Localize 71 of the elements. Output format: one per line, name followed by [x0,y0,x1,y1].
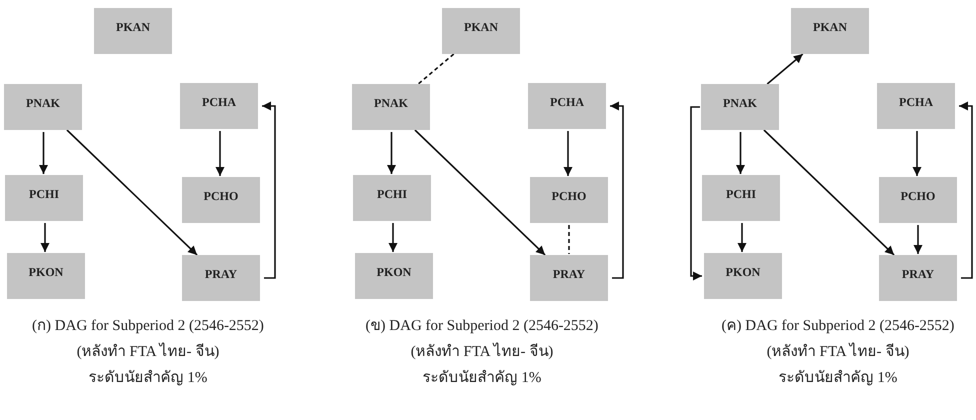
variable-name: PKAN [116,20,150,35]
caption-line: (หลังทำ FTA ไทย- จีน) [410,342,554,362]
variable-box [530,177,608,223]
variable-box [530,255,608,301]
variable-box [94,8,172,54]
connector-line [568,225,570,254]
arrow [959,102,973,279]
arrow [414,129,546,256]
variable-name: PCHI [726,187,756,202]
arrow [564,131,572,176]
variable-name: PNAK [723,96,757,111]
arrow [610,102,624,279]
variable-name: PKON [376,265,412,280]
arrow [388,223,398,252]
caption-line: ระดับนัยสำคัญ 1% [88,368,208,388]
arrow [387,132,396,174]
arrow [736,132,745,174]
arrow [690,106,702,280]
arrow [39,132,48,174]
variable-box [352,84,430,130]
variable-name: PCHI [29,187,59,202]
variable-name: PRAY [552,267,586,282]
variable-box [7,253,85,299]
variable-box [701,84,779,130]
arrow [66,129,198,256]
variable-name: PCHA [202,95,236,110]
variable-name: PKAN [813,20,847,35]
connector-line [418,53,454,85]
variable-box [182,255,260,301]
variable-name: PCHA [550,95,584,110]
variable-box [879,255,957,301]
arrow [216,131,224,176]
caption-line: (ข) DAG for Subperiod 2 (2546-2552) [366,317,598,336]
variable-name: PRAY [902,267,934,282]
variable-name: PKAN [464,20,498,35]
variable-name: PCHO [900,189,936,204]
variable-box [5,175,83,221]
variable-box [355,253,433,299]
arrow [912,131,922,176]
caption-line: (ก) DAG for Subperiod 2 (2546-2552) [32,317,264,336]
caption-line: ระดับนัยสำคัญ 1% [778,368,898,388]
arrow [763,129,895,256]
variable-name: PNAK [374,96,408,111]
variable-box [528,83,606,129]
variable-box [4,84,82,130]
arrow [262,102,276,279]
arrow [914,225,922,254]
arrow [738,223,746,252]
variable-box [353,175,431,221]
variable-name: PKON [28,265,64,280]
caption-line: ระดับนัยสำคัญ 1% [422,368,542,388]
variable-box [180,83,258,129]
variable-name: PRAY [204,267,238,282]
variable-name: PCHO [204,189,238,204]
variable-box [182,177,260,223]
variable-box [879,177,957,223]
variable-name: PCHO [552,189,586,204]
caption-line: (หลังทำ FTA ไทย- จีน) [766,342,910,362]
variable-name: PCHA [899,95,933,110]
variable-name: PKON [726,265,760,280]
variable-name: PNAK [26,96,60,111]
variable-box [791,8,869,54]
caption-line: (หลังทำ FTA ไทย- จีน) [76,342,220,362]
arrow [40,223,50,252]
variable-name: PCHI [377,187,407,202]
variable-box [877,83,955,129]
caption-line: (ค) DAG for Subperiod 2 (2546-2552) [722,317,954,336]
variable-box [702,175,780,221]
variable-box [442,8,520,54]
variable-box [704,253,782,299]
arrow [766,53,804,85]
